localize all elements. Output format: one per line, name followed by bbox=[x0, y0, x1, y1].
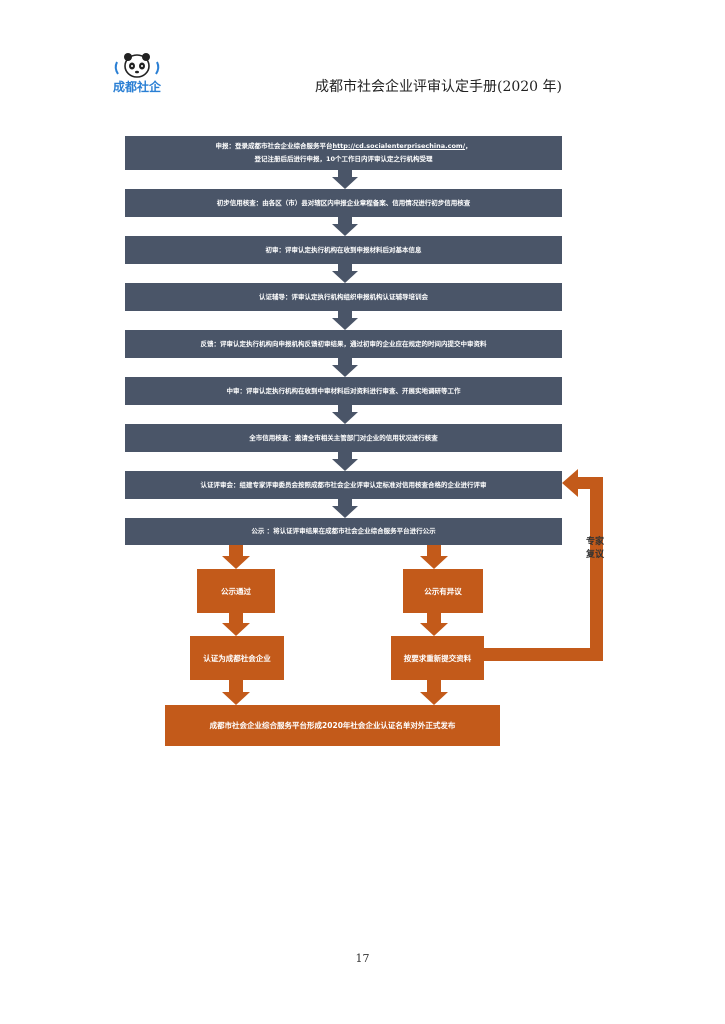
panda-icon bbox=[114, 53, 160, 78]
outcome-certified: 认证为成都社会企业 bbox=[190, 636, 284, 680]
step-citywide-credit-check-label: 全市信用核查：邀请全市相关主管部门对企业的信用状况进行核查 bbox=[249, 433, 438, 442]
step-initial-credit-check-label: 初步信用核查：由各区（市）县对辖区内申报企业章程备案、信用情况进行初步信用核查 bbox=[216, 198, 471, 207]
arrow-step3-step4 bbox=[332, 264, 358, 283]
outcome-publicity-pass-label: 公示通过 bbox=[221, 586, 251, 596]
page-title: 成都市社会企业评审认定手册(2020 年) bbox=[314, 79, 562, 95]
step-initial-credit-check: 初步信用核查：由各区（市）县对辖区内申报企业章程备案、信用情况进行初步信用核查 bbox=[125, 189, 562, 217]
arrow-step7-step8 bbox=[332, 452, 358, 471]
outcome-publicity-objection: 公示有异议 bbox=[403, 569, 483, 613]
step-mid-review: 中审：评审认定执行机构在收到中审材料后对资料进行审查、开展实地调研等工作 bbox=[125, 377, 562, 405]
step-feedback-label: 反馈：评审认定执行机构向申报机构反馈初审结果，通过初审的企业应在规定的时间内提交… bbox=[200, 339, 487, 348]
step-review-meeting-label: 认证评审会：组建专家评审委员会按照成都市社会企业评审认定标准对信用核查合格的企业… bbox=[200, 480, 487, 489]
logo-text: 成都社企 bbox=[112, 80, 161, 94]
arrow-publicity-objection bbox=[420, 545, 448, 569]
chengdu-social-enterprise-logo: 成都社企 bbox=[108, 50, 166, 94]
outcome-certified-label: 认证为成都社会企业 bbox=[203, 653, 271, 663]
arrow-step8-step9 bbox=[332, 499, 358, 518]
step-certification-guidance-label: 认证辅导：评审认定执行机构组织申报机构认证辅导培训会 bbox=[259, 292, 428, 301]
arrow-step6-step7 bbox=[332, 405, 358, 424]
step-apply-line2: 登记注册后后进行申报，10个工作日内评审认定之行机构受理 bbox=[254, 155, 433, 163]
outcome-final-publication: 成都市社会企业综合服务平台形成2020年社会企业认证名单对外正式发布 bbox=[165, 705, 500, 746]
expert-reconsideration-label: 专家复议 bbox=[585, 537, 604, 560]
step-apply: 申报：登录成都市社会企业综合服务平台http://cd.socialenterp… bbox=[125, 136, 562, 170]
step-citywide-credit-check: 全市信用核查：邀请全市相关主管部门对企业的信用状况进行核查 bbox=[125, 424, 562, 452]
arrow-publicity-pass bbox=[222, 545, 250, 569]
outcome-publicity-pass: 公示通过 bbox=[197, 569, 275, 613]
arrow-resubmit-final bbox=[420, 680, 448, 705]
page-number: 17 bbox=[355, 952, 370, 965]
step-preliminary-review-label: 初审：评审认定执行机构在收到申报材料后对基本信息 bbox=[265, 245, 422, 254]
step-mid-review-label: 中审：评审认定执行机构在收到中审材料后对资料进行审查、开展实地调研等工作 bbox=[226, 386, 461, 395]
step-feedback: 反馈：评审认定执行机构向申报机构反馈初审结果，通过初审的企业应在规定的时间内提交… bbox=[125, 330, 562, 358]
arrow-step5-step6 bbox=[332, 358, 358, 377]
step-publicity-label: 公示 ：将认证评审结果在成都市社会企业综合服务平台进行公示 bbox=[251, 527, 436, 535]
arrow-step4-step5 bbox=[332, 311, 358, 330]
arrow-objection-resubmit bbox=[420, 613, 448, 636]
step-apply-suffix: ， bbox=[465, 142, 472, 150]
arrow-step2-step3 bbox=[332, 217, 358, 236]
step-certification-guidance: 认证辅导：评审认定执行机构组织申报机构认证辅导培训会 bbox=[125, 283, 562, 311]
arrow-pass-certified bbox=[222, 613, 250, 636]
arrow-certified-final bbox=[222, 680, 250, 705]
outcome-publicity-objection-label: 公示有异议 bbox=[424, 586, 462, 596]
arrow-step1-step2 bbox=[332, 170, 358, 189]
orange-arrows bbox=[222, 469, 603, 705]
gray-down-arrows bbox=[332, 170, 358, 518]
step-review-meeting: 认证评审会：组建专家评审委员会按照成都市社会企业评审认定标准对信用核查合格的企业… bbox=[125, 471, 562, 499]
outcome-final-publication-label: 成都市社会企业综合服务平台形成2020年社会企业认证名单对外正式发布 bbox=[209, 721, 456, 730]
outcome-resubmit-label: 按要求重新提交资料 bbox=[403, 653, 472, 663]
step-publicity: 公示 ：将认证评审结果在成都市社会企业综合服务平台进行公示 bbox=[125, 518, 562, 545]
outcome-resubmit: 按要求重新提交资料 bbox=[391, 636, 484, 680]
platform-link[interactable]: http://cd.socialenterprisechina.com/ bbox=[332, 142, 466, 150]
step-preliminary-review: 初审：评审认定执行机构在收到申报材料后对基本信息 bbox=[125, 236, 562, 264]
step-apply-prefix: 申报：登录成都市社会企业综合服务平台 bbox=[215, 142, 333, 150]
feedback-loop-arrow bbox=[484, 469, 603, 661]
